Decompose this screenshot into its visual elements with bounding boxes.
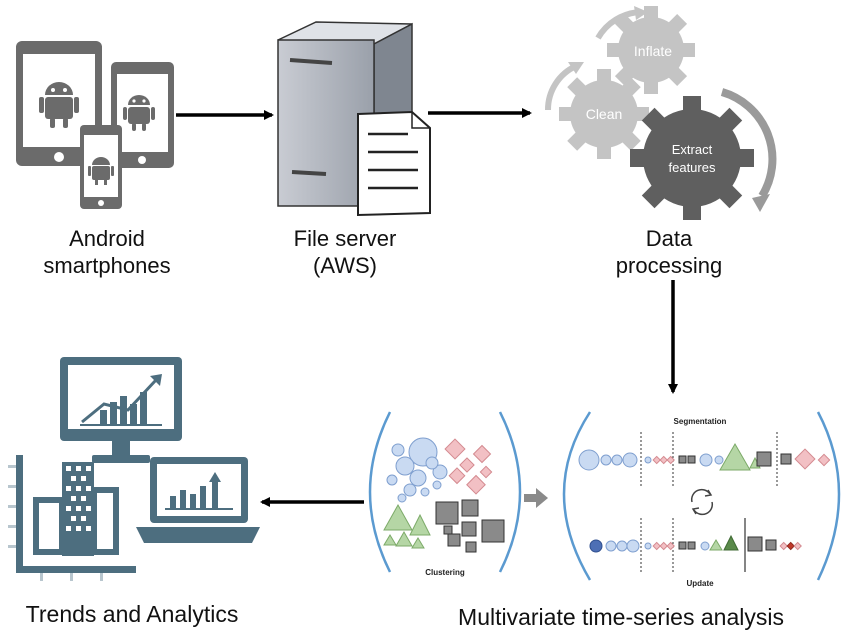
update-label: Update	[686, 579, 714, 588]
file-server-icon	[277, 21, 431, 217]
server-label-line1: File server	[293, 226, 397, 251]
android-devices-icon	[16, 41, 174, 209]
analytics-devices-icon	[8, 357, 260, 581]
segmentation-label: Segmentation	[674, 417, 727, 426]
refresh-icon	[690, 488, 714, 516]
processing-label-line2: processing	[615, 253, 723, 278]
android-label: Android smartphones	[28, 225, 186, 279]
processing-label: Data processing	[594, 225, 744, 279]
trends-label: Trends and Analytics	[25, 601, 239, 627]
android-label-line2: smartphones	[43, 253, 171, 278]
gear-extract-label-2: features	[669, 160, 716, 175]
clustering-label: Clustering	[425, 568, 465, 577]
clustering-panel: Clustering	[368, 411, 522, 577]
gear-extract-label-1: Extract	[672, 142, 713, 157]
gear-clean-label: Clean	[586, 106, 623, 122]
server-label: File server (AWS)	[270, 225, 420, 279]
processing-label-line1: Data	[645, 226, 693, 251]
server-label-line2: (AWS)	[313, 253, 377, 278]
analysis-label: Multivariate time-series analysis	[458, 604, 784, 630]
gear-inflate-label: Inflate	[634, 43, 672, 59]
android-label-line1: Android	[69, 226, 145, 251]
panel-connector-arrow	[524, 488, 548, 508]
segmentation-panel: Segmentation	[562, 411, 841, 588]
processing-gears-icon: Inflate Clean Extract features	[544, 6, 777, 220]
